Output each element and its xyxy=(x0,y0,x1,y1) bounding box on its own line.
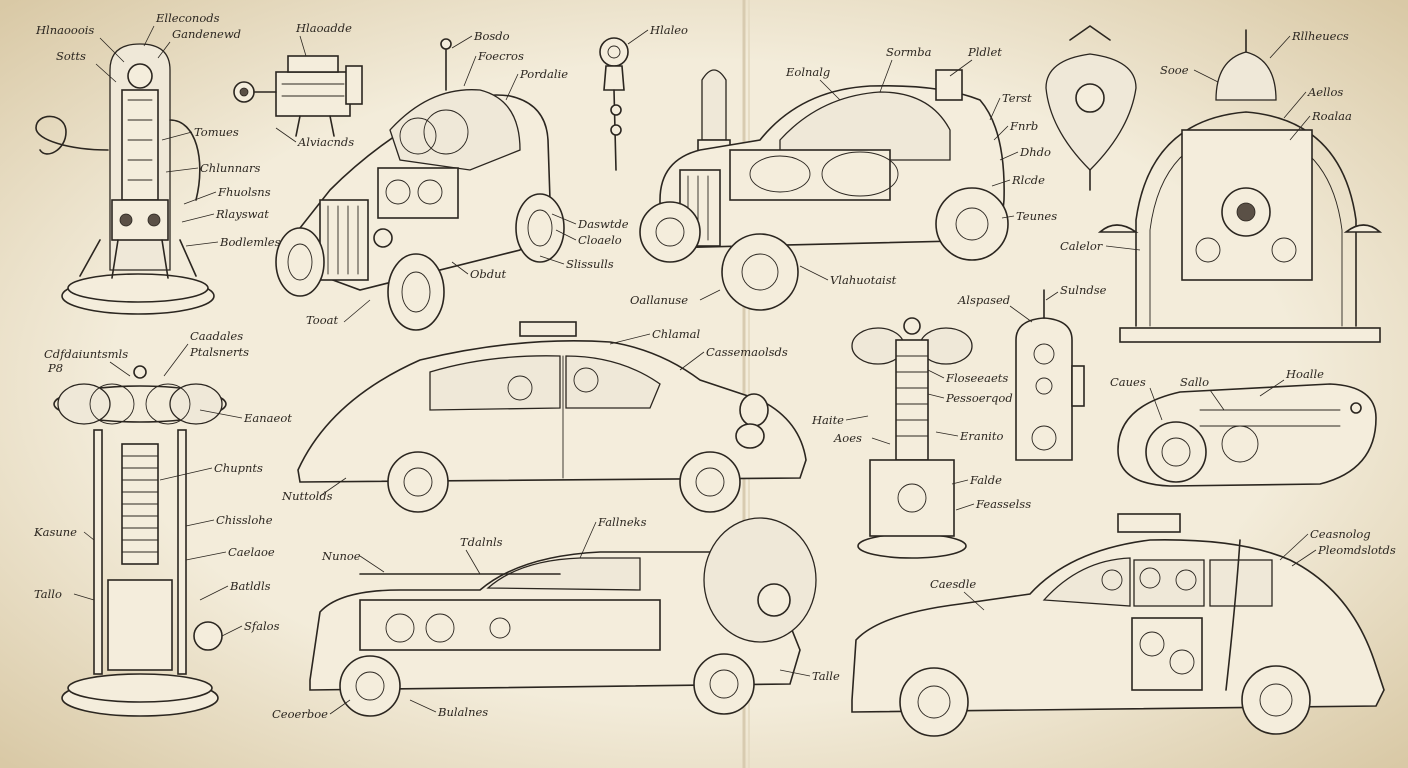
label: Dhdo xyxy=(1019,145,1051,159)
label: Roalaa xyxy=(1311,109,1352,123)
label: Eranito xyxy=(959,429,1003,443)
label: Fnrb xyxy=(1009,119,1038,133)
taxi-drawing xyxy=(851,513,1385,737)
label: Obdut xyxy=(470,267,507,281)
label: Chlamal xyxy=(652,327,701,341)
round-car-drawing xyxy=(275,38,565,331)
engine-car-drawing xyxy=(639,69,1009,311)
label: Sotts xyxy=(56,49,86,63)
label: Daswtde xyxy=(577,217,629,231)
label: Chisslohe xyxy=(216,513,273,527)
label: Tallo xyxy=(34,587,62,601)
label: Bulalnes xyxy=(437,705,488,719)
label: Fallneks xyxy=(597,515,647,529)
label: Bosdo xyxy=(473,29,510,43)
label: Ceasnolog xyxy=(1310,527,1371,541)
label: Sooe xyxy=(1160,63,1189,77)
label: Cdfdaiuntsmls xyxy=(44,347,128,361)
long-car-drawing xyxy=(309,517,817,717)
label: Caadales xyxy=(190,329,243,343)
capsule-drawing xyxy=(1117,383,1377,487)
label: Rlcde xyxy=(1011,173,1045,187)
mini-coil-drawing xyxy=(851,317,973,559)
label: Haite xyxy=(811,413,844,427)
label: Pordalie xyxy=(519,67,568,81)
label: Hlaleo xyxy=(649,23,688,37)
label: Feasselss xyxy=(975,497,1031,511)
label: Hlnaooois xyxy=(35,23,94,37)
label: Caelaoe xyxy=(228,545,275,559)
label: Tomues xyxy=(194,125,239,139)
label: Terst xyxy=(1002,91,1032,105)
label: Sfalos xyxy=(244,619,280,633)
label: Sulndse xyxy=(1060,283,1107,297)
label: Foecros xyxy=(477,49,524,63)
label: P8 xyxy=(47,361,63,375)
balloon-drawing xyxy=(1045,25,1137,191)
label: Alspased xyxy=(957,293,1010,307)
label: Tdalnls xyxy=(460,535,503,549)
label: Vlahuotaist xyxy=(830,273,897,287)
label: Kasune xyxy=(33,525,77,539)
label: Alviacnds xyxy=(297,135,354,149)
label: Nuttolds xyxy=(281,489,333,503)
label: Batldls xyxy=(229,579,271,593)
label: Elleconods xyxy=(155,11,220,25)
label: Slissulls xyxy=(566,257,614,271)
label: Ceoerboe xyxy=(272,707,328,721)
label: Eanaeot xyxy=(243,411,292,425)
label: Caesdle xyxy=(930,577,976,591)
label: Caues xyxy=(1110,375,1146,389)
engine-stand-drawing xyxy=(1097,29,1383,343)
label: Tooat xyxy=(306,313,338,327)
label: Pldlet xyxy=(967,45,1002,59)
label: Falde xyxy=(969,473,1002,487)
label: Oallanuse xyxy=(630,293,688,307)
sedan-drawing xyxy=(297,321,807,513)
label: Aellos xyxy=(1307,85,1343,99)
label: Rlayswat xyxy=(215,207,269,221)
camera-device-drawing xyxy=(233,55,363,137)
tesla-coil-low-drawing xyxy=(53,365,227,717)
label: Sormba xyxy=(886,45,932,59)
label: Teunes xyxy=(1016,209,1057,223)
label: Aoes xyxy=(833,431,862,445)
label: Rllheuecs xyxy=(1291,29,1349,43)
label: Hlaoadde xyxy=(295,21,352,35)
label: Pleomdslotds xyxy=(1317,543,1396,557)
label: Pessoerqod xyxy=(945,391,1013,405)
labels-layer: Hlnaooois Elleconods Gandenewd Sotts Tom… xyxy=(33,11,1396,721)
label: Gandenewd xyxy=(172,27,241,41)
tesla-coil-top-drawing xyxy=(35,43,215,315)
label: Fhuolsns xyxy=(217,185,271,199)
label: Bodlemles xyxy=(219,235,281,249)
label: Calelor xyxy=(1060,239,1104,253)
label: Cassemaolsds xyxy=(706,345,788,359)
meter-drawing xyxy=(1015,289,1085,461)
label: Talle xyxy=(812,669,840,683)
label: Eolnalg xyxy=(785,65,830,79)
label: Chlunnars xyxy=(200,161,260,175)
label: Hoalle xyxy=(1285,367,1324,381)
label: Nunoe xyxy=(321,549,361,563)
label: Chupnts xyxy=(214,461,263,475)
label: Floseeaets xyxy=(945,371,1008,385)
lamp-device-drawing xyxy=(599,37,731,171)
label: Sallo xyxy=(1180,375,1209,389)
label: Cloaelo xyxy=(578,233,622,247)
label: Ptalsnerts xyxy=(189,345,249,359)
